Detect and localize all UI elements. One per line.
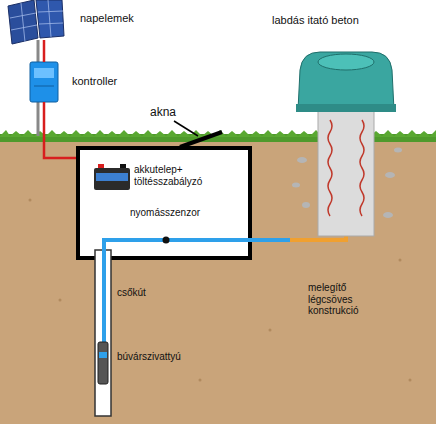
shaft xyxy=(78,121,250,258)
controller xyxy=(30,62,58,102)
shaft xyxy=(180,132,222,147)
part-label: kontroller xyxy=(72,75,117,88)
concrete-pillar xyxy=(385,172,395,178)
part-label: csőkút xyxy=(117,287,146,299)
concrete-pillar xyxy=(318,108,374,236)
controller xyxy=(30,62,58,102)
battery xyxy=(98,164,104,168)
soil xyxy=(269,329,272,332)
solar-panels xyxy=(8,0,64,136)
controller xyxy=(34,86,54,87)
soil xyxy=(29,199,32,202)
battery xyxy=(94,164,130,190)
part-label: melegítő légcsöves konstrukció xyxy=(308,282,380,317)
water-pipe xyxy=(163,237,170,244)
concrete-pillar xyxy=(394,148,402,153)
concrete-pillar xyxy=(302,202,310,208)
pump xyxy=(98,342,108,384)
soil xyxy=(399,259,402,262)
concrete-pillar xyxy=(297,157,307,163)
controller xyxy=(34,68,54,78)
part-label: labdás itató beton xyxy=(272,14,359,27)
part-label: akna xyxy=(150,106,176,120)
ball-drinker xyxy=(296,52,396,112)
red-wire xyxy=(43,40,46,62)
ball-drinker xyxy=(296,104,396,112)
soil xyxy=(59,299,62,302)
ball-drinker xyxy=(298,52,394,110)
soil xyxy=(409,379,412,382)
battery xyxy=(96,173,128,181)
concrete-pillar xyxy=(292,183,300,188)
part-label: búvárszivattyú xyxy=(117,351,181,363)
ball-drinker xyxy=(318,54,374,70)
part-label: akkutelep+ töltésszabályzó xyxy=(134,164,216,187)
shaft xyxy=(174,121,198,136)
solar-panels xyxy=(36,0,64,38)
concrete-pillar xyxy=(328,120,332,216)
concrete-pillar xyxy=(383,212,393,218)
pump xyxy=(98,342,108,384)
part-label: napelemek xyxy=(80,12,134,25)
battery xyxy=(120,164,126,168)
pump xyxy=(99,352,107,358)
soil xyxy=(199,379,202,382)
concrete-pillar xyxy=(360,120,364,216)
water-pipe xyxy=(104,240,292,345)
battery xyxy=(94,168,130,190)
concrete-pillar xyxy=(292,108,402,236)
part-label: nyomásszenzor xyxy=(130,207,200,219)
solar-panels xyxy=(10,0,63,42)
